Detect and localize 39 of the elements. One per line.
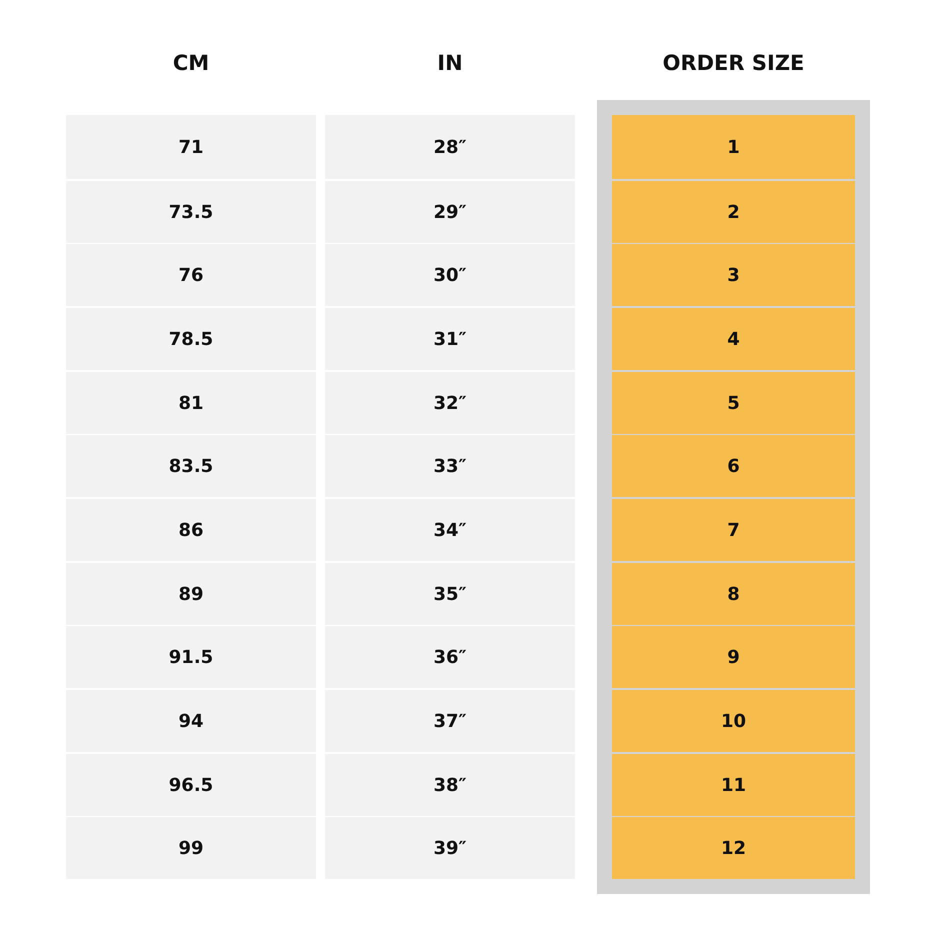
table-cell: 8 [612, 563, 855, 625]
table-cell: 81 [66, 372, 316, 434]
table-cell: 35″ [325, 563, 575, 625]
table-cell: 89 [66, 563, 316, 625]
table-cell: 83.5 [66, 435, 316, 497]
table-cell: 7 [612, 499, 855, 561]
table-cell: 31″ [325, 308, 575, 370]
table-cell: 4 [612, 308, 855, 370]
table-cell: 76 [66, 244, 316, 306]
table-cell: 73.5 [66, 181, 316, 243]
table-cell: 36″ [325, 626, 575, 688]
column-header: IN [436, 50, 464, 77]
column-header: ORDER SIZE [662, 50, 806, 77]
table-cell: 5 [612, 372, 855, 434]
table-cell: 6 [612, 435, 855, 497]
table-cell: 94 [66, 690, 316, 752]
table-cell: 71 [66, 115, 316, 179]
table-cell: 11 [612, 754, 855, 816]
table-cell: 34″ [325, 499, 575, 561]
table-cell: 33″ [325, 435, 575, 497]
table-cell: 96.5 [66, 754, 316, 816]
table-cell: 78.5 [66, 308, 316, 370]
table-cell: 2 [612, 181, 855, 243]
table-cell: 28″ [325, 115, 575, 179]
table-cell: 10 [612, 690, 855, 752]
table-cell: 1 [612, 115, 855, 179]
table-cell: 86 [66, 499, 316, 561]
table-cell: 38″ [325, 754, 575, 816]
table-cell: 39″ [325, 817, 575, 879]
table-cell: 3 [612, 244, 855, 306]
table-cell: 99 [66, 817, 316, 879]
column-header: CM [172, 50, 210, 77]
table-cell: 12 [612, 817, 855, 879]
table-cell: 9 [612, 626, 855, 688]
table-cell: 37″ [325, 690, 575, 752]
table-cell: 29″ [325, 181, 575, 243]
table-cell: 30″ [325, 244, 575, 306]
table-cell: 91.5 [66, 626, 316, 688]
table-cell: 32″ [325, 372, 575, 434]
